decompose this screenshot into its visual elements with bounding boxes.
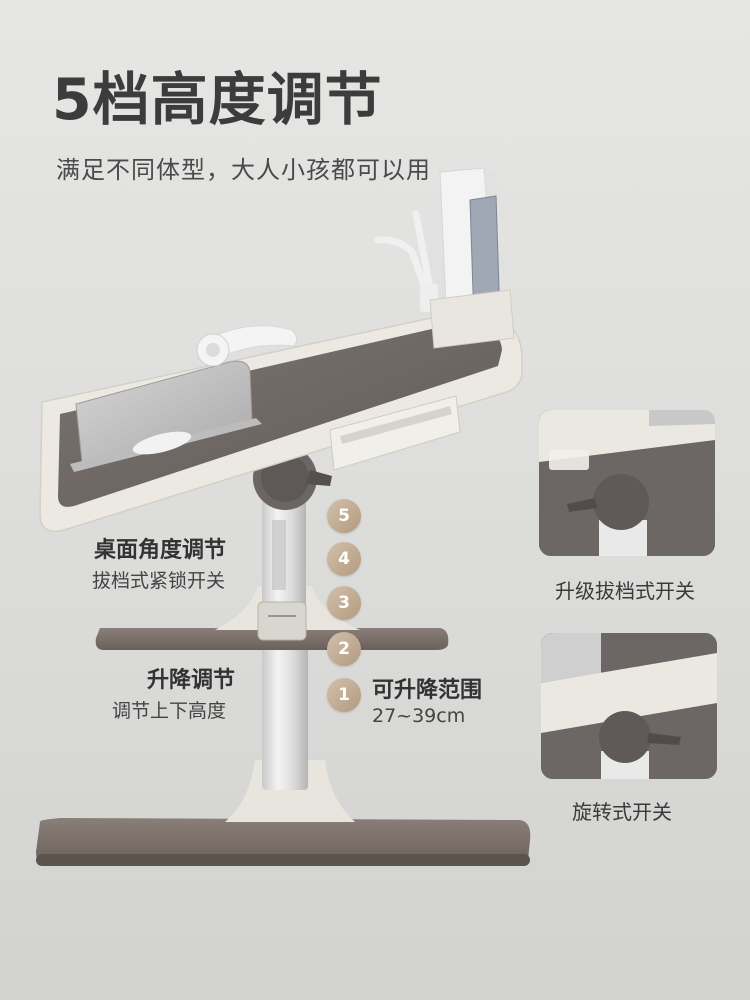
base-bracket xyxy=(225,760,355,822)
level-badge-5: 5 xyxy=(327,499,361,533)
detail-panel-rotary-switch xyxy=(541,633,717,779)
level-badge-4: 4 xyxy=(327,542,361,576)
lower-pole xyxy=(262,620,308,790)
detail-caption-lever-switch: 升级拔档式开关 xyxy=(555,579,695,603)
detail-caption-rotary-switch: 旋转式开关 xyxy=(572,800,672,824)
level-badge-3: 3 xyxy=(327,586,361,620)
tilt-label-title: 桌面角度调节 xyxy=(94,538,227,563)
tilt-label-desc: 拔档式紧锁开关 xyxy=(92,570,226,592)
laptop xyxy=(75,360,253,463)
rotary-switch-closeup xyxy=(541,633,717,779)
lever-switch-closeup xyxy=(539,410,715,556)
detail-panel-lever-switch xyxy=(539,410,715,556)
range-label-value: 27~39cm xyxy=(372,705,466,727)
desk-lamp xyxy=(374,210,438,312)
height-lock xyxy=(257,601,307,641)
level-badge-1: 1 xyxy=(327,678,361,712)
page-subtitle: 满足不同体型，大人小孩都可以用 xyxy=(56,156,431,184)
desk-surface xyxy=(58,325,502,507)
mouse xyxy=(132,431,192,455)
range-label-title: 可升降范围 xyxy=(372,678,483,703)
lift-label-title: 升降调节 xyxy=(147,668,236,693)
page-title: 5档高度调节 xyxy=(52,67,383,133)
level-badge-2: 2 xyxy=(327,632,361,666)
pen-tray xyxy=(429,289,515,349)
headphones xyxy=(196,325,298,367)
lift-label-desc: 调节上下高度 xyxy=(112,700,227,722)
